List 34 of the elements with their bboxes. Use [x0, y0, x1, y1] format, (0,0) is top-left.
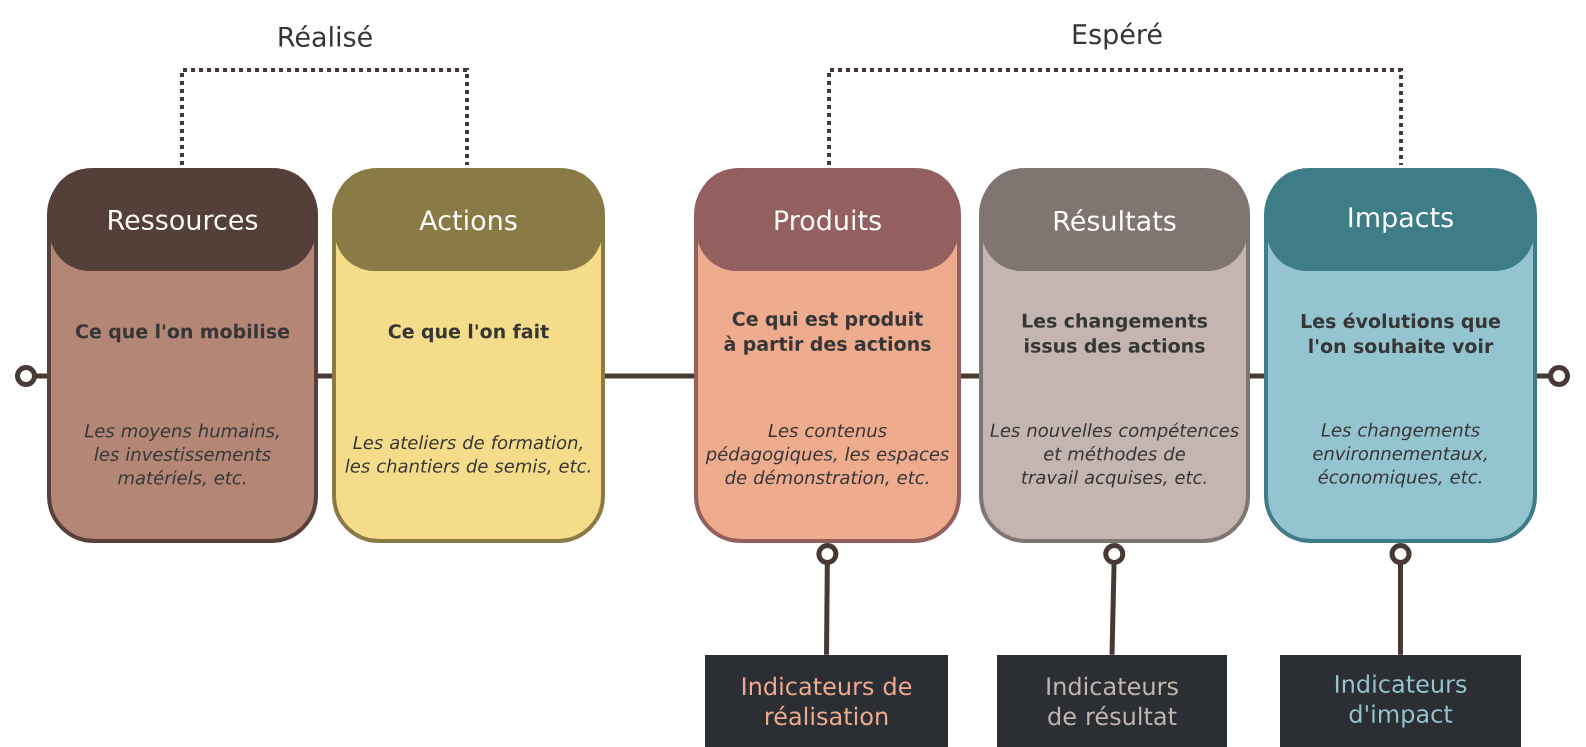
stage-card — [1264, 168, 1537, 543]
bracket-label: Réalisé — [279, 25, 372, 47]
connector — [1537, 365, 1570, 387]
connector — [1103, 543, 1126, 655]
card-title: Ressources — [109, 209, 258, 231]
card-subtitle: Ce qui est produit à partir des actions — [724, 311, 931, 355]
card-description: Les contenus pédagogiques, les espaces de démonstration, etc. — [705, 423, 949, 487]
card-description: Les ateliers de formation, les chantiers de semis, etc. — [345, 435, 590, 475]
stage-card — [47, 168, 318, 543]
connector — [15, 365, 47, 387]
card-title: Impacts — [1349, 207, 1453, 233]
card-description: Les nouvelles compétences et méthodes de travail acquises, etc. — [990, 422, 1239, 488]
card-description: Les moyens humains, les investissements matériels, etc. — [84, 423, 279, 487]
indicator-box: Indicateurs de réalisation — [705, 655, 948, 747]
indicator-box: Indicateurs de résultat — [997, 655, 1227, 747]
connector — [961, 373, 979, 379]
card-subtitle: Les changements issus des actions — [1022, 313, 1207, 353]
stage-card — [332, 168, 605, 543]
bracket-label: Espéré — [1073, 22, 1162, 50]
card-title: Résultats — [1054, 209, 1176, 231]
connector — [605, 373, 694, 379]
card-title: Produits — [775, 209, 881, 231]
connector — [1250, 373, 1264, 379]
card-description: Les changements environnementaux, économiques, etc. — [1313, 422, 1487, 488]
card-title: Actions — [419, 209, 517, 231]
connector — [816, 543, 839, 655]
indicator-box: Indicateurs d'impact — [1280, 655, 1521, 747]
stage-card — [694, 168, 961, 543]
card-subtitle: Ce que l'on mobilise — [76, 323, 290, 343]
stage-card — [979, 168, 1250, 543]
card-subtitle: Les évolutions que l'on souhaite voir — [1301, 312, 1500, 354]
connector — [1389, 543, 1412, 655]
card-subtitle: Ce que l'on fait — [388, 323, 549, 343]
connector — [318, 373, 332, 379]
